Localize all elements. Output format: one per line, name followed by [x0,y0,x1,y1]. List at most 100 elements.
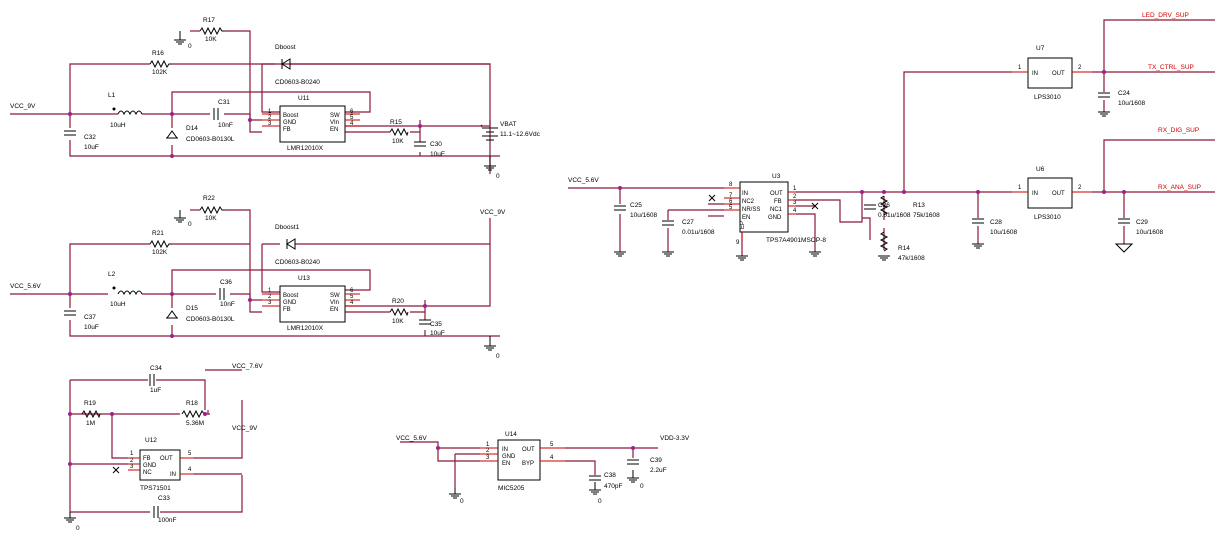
net-label: VCC_5.6V [568,177,599,184]
net-label: VCC_7.6V [232,363,263,370]
ground-label: 0 [460,498,464,505]
pin-label: Boost [283,113,299,119]
svg-text:3: 3 [130,464,134,470]
svg-text:6: 6 [350,288,354,294]
pin-label: GND [283,120,297,126]
part-ref: C36 [220,279,232,286]
svg-text:3: 3 [486,455,490,461]
svg-text:8: 8 [729,182,733,188]
svg-text:2: 2 [268,294,272,300]
part-ref: C30 [430,141,442,148]
svg-text:2: 2 [130,458,134,464]
pin-label: IN [1032,191,1038,197]
part-value: 10nF [220,301,235,308]
part-ref: VBAT [500,121,517,128]
part-value: 10K [392,138,404,145]
part-ref: C35 [430,321,442,328]
pin-label: EP [740,221,746,229]
svg-text:2: 2 [1078,185,1082,191]
part-value: 10K [205,36,217,43]
ground-label: 0 [188,43,192,50]
svg-text:5: 5 [188,451,192,457]
part-value: 10u/1608 [1136,229,1163,236]
part-value: 102K [152,69,168,76]
ldo-u3 [568,71,1012,261]
part-value: 10uH [110,122,126,129]
pin-label: IN [502,447,508,453]
net-label: VCC_5.6V [396,435,427,442]
part-ref: C37 [84,314,96,321]
part-ref: U7 [1036,45,1045,52]
part-value: CD0603-B0240 [275,79,320,86]
part-ref: C29 [1136,219,1148,226]
svg-text:2: 2 [1078,65,1082,71]
part-ref: U11 [298,95,310,102]
net-label: RX_ANA_SUP [1158,184,1201,191]
ground-label: 0 [496,173,500,180]
net-label: TX_CTRL_SUP [1148,64,1194,71]
svg-text:1: 1 [1018,65,1022,71]
part-ref: Dboost1 [275,224,300,231]
part-ref: U3 [772,173,781,180]
ground-label: 0 [598,498,602,505]
pin-label: FB [143,456,151,462]
pin-label: OUT [770,191,783,197]
net-label: VDD-3.3V [660,435,690,442]
part-ref: R14 [898,245,910,252]
part-ref: C39 [650,457,662,464]
pin-label: OUT [1052,71,1065,77]
ground-label: 0 [188,221,192,228]
svg-text:1: 1 [793,186,797,192]
pin-label: GND [283,300,297,306]
part-ref: L1 [108,92,116,99]
part-ref: U13 [298,275,310,282]
pin-label: SW [330,113,340,119]
part-ref: R13 [913,202,925,209]
svg-text:5: 5 [350,115,354,121]
part-ref: C27 [682,219,694,226]
part-ref: L2 [108,271,116,278]
ldo-u12 [64,369,243,523]
ground-label: 0 [640,483,644,490]
part-value: CD0603-B0240 [275,259,320,266]
part-value: 10uF [84,144,99,151]
part-value: 47k/1608 [898,255,925,262]
ldo-u7-u6 [1012,19,1215,253]
boost-converter-u13 [10,205,500,351]
ground-label: 0 [496,353,500,360]
svg-text:3: 3 [268,121,272,127]
part-ref: C32 [84,134,96,141]
part-ref: C31 [218,99,230,106]
part-ref: C24 [1118,90,1130,97]
part-value: 0.01u/1608 [682,229,715,236]
pin-label: GND [768,215,782,221]
pin-label: NR/SS [742,207,760,213]
part-value: LPS3010 [1034,94,1061,101]
part-value: 10uF [430,151,445,158]
svg-text:+: + [480,124,484,130]
pin-label: NC2 [742,199,755,205]
pin-label: FB [283,127,291,133]
part-value: 1uF [150,387,161,394]
part-value: 10K [205,215,217,222]
pin-label: GND [143,463,157,469]
part-value: 1M [86,420,95,427]
net-label: LED_DRV_SUP [1142,12,1189,19]
part-ref: R15 [390,119,402,126]
pin-label: EN [502,461,510,467]
pin-label: IN [1032,71,1038,77]
svg-text:3: 3 [268,300,272,306]
part-ref: R19 [84,400,96,407]
part-value: 5.36M [186,420,204,427]
pin-label: NC1 [770,207,783,213]
part-ref: C28 [990,219,1002,226]
pin-label: EN [330,307,338,313]
ground-label: 0 [76,525,80,532]
pin-label: IN [170,472,176,478]
part-value: 10uF [430,330,445,337]
net-label: RX_DIG_SUP [1158,127,1199,134]
svg-text:2: 2 [268,115,272,121]
labels: VCC_9V R17 10K R16 102K L1 10uH C32 10uF… [10,12,1201,532]
net-label: VCC_9V [232,425,258,432]
net-label: VCC_5.6V [10,283,41,290]
